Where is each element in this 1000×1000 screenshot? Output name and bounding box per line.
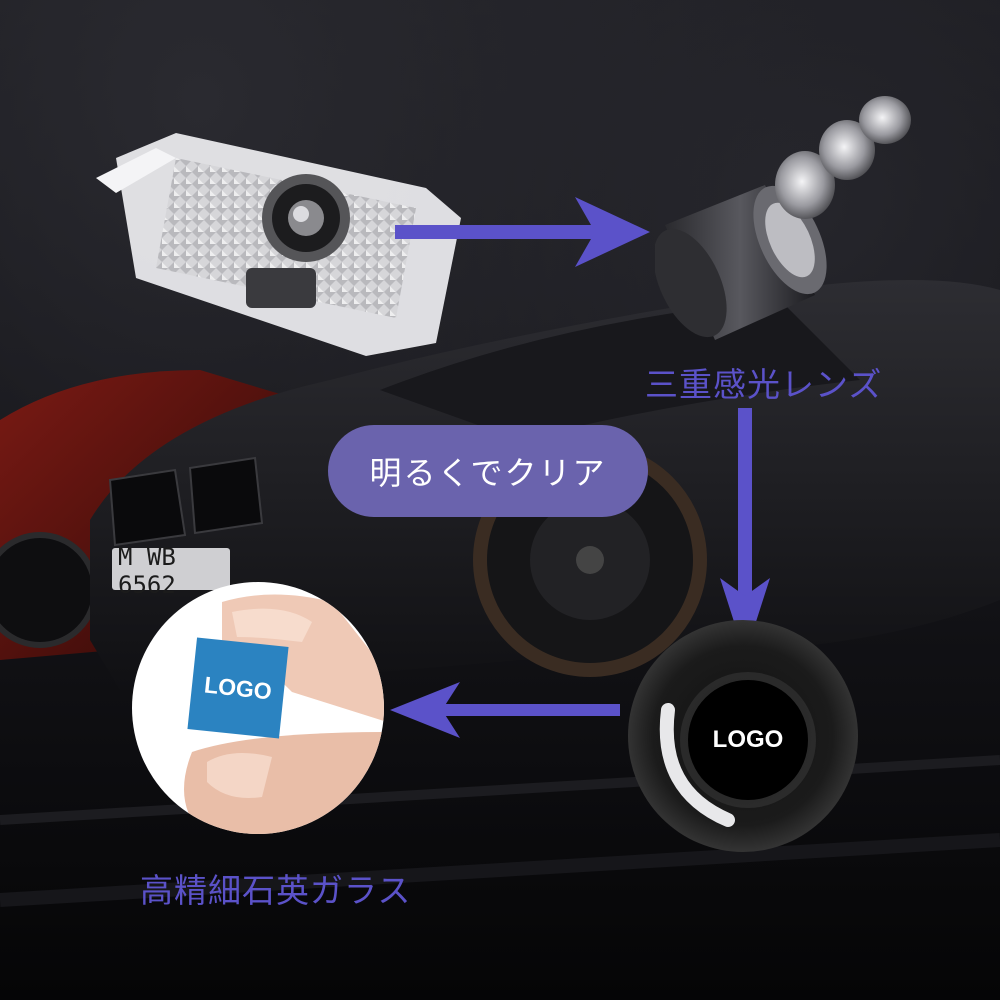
glass-caption: 高精細石英ガラス — [140, 871, 412, 910]
fingers-illustration — [184, 594, 384, 834]
arrow-down-icon — [720, 408, 770, 656]
logo-glass-slide-text: LOGO — [203, 671, 274, 704]
logo-glass-slide: LOGO — [187, 637, 289, 739]
quartz-glass-disc: LOGO — [132, 582, 384, 834]
projected-logo-text: LOGO — [712, 726, 784, 753]
projected-logo: LOGO — [688, 680, 808, 800]
lens-ring-highlight — [659, 703, 735, 827]
door-projector-unit — [96, 133, 461, 356]
projection-lens-disc: LOGO — [628, 620, 858, 852]
license-plate-text: M WB 6562 — [118, 543, 176, 599]
feature-pill: 明るくでクリア — [328, 425, 648, 517]
arrow-left-icon — [390, 682, 620, 738]
triple-lens-assembly — [655, 96, 911, 340]
arrow-right-icon — [395, 197, 650, 267]
feature-pill-label: 明るくでクリア — [369, 454, 607, 492]
lens-caption: 三重感光レンズ — [645, 365, 883, 404]
